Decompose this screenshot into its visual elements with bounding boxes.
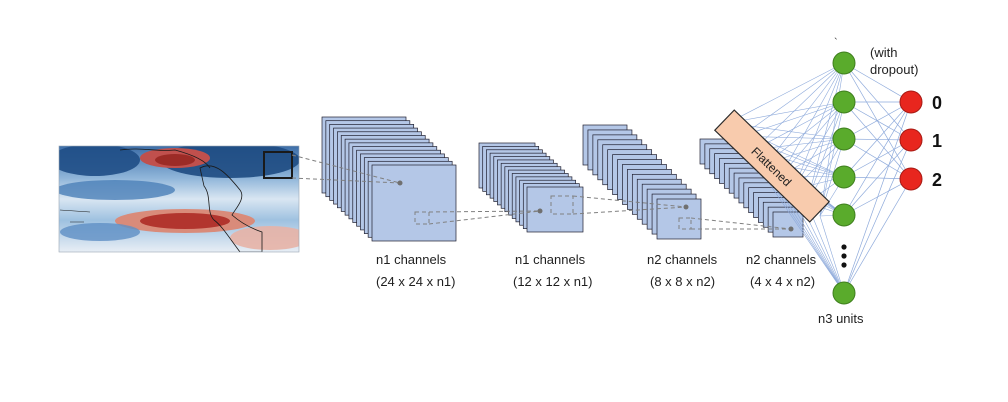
stack-stage1 [321,116,457,242]
feature-map-slice [526,186,584,233]
output-node [899,167,923,191]
stage4-dims: (4 x 4 x n2) [750,274,816,289]
dense-nodes [832,51,923,305]
hidden-unit-node [832,203,856,227]
input-sst-map [59,146,299,252]
input-edge [819,215,845,294]
stage1-dims: (24 x 24 x n1) [376,274,456,289]
input-edge [754,101,845,150]
output-label-0: 0 [932,93,943,113]
connector-dot [537,208,543,214]
input-edge [740,62,845,137]
input-edge [819,62,845,217]
output-edge [843,101,912,178]
connector-dot [683,204,689,210]
stage4-title: n2 channels [746,252,817,267]
input-edge [741,101,845,137]
output-edge [843,139,912,294]
input-edge [780,101,845,177]
stack-stage2 [478,142,584,233]
input-edge [780,62,845,177]
output-edge [843,178,912,294]
output-edge [843,62,912,141]
input-edge [727,62,845,124]
input-map-border [58,145,300,253]
hidden-unit-node [832,51,856,75]
connector-dot [788,226,794,232]
stage1-title: n1 channels [376,252,447,267]
connector-endpoints [397,180,794,232]
dropout-note-line2: dropout) [870,62,919,77]
stray-tick-mark: ` [834,37,838,49]
dense-units-label: n3 units [818,311,864,326]
output-edge [843,101,912,294]
ellipsis-dot [841,253,847,259]
output-label-1: 1 [932,131,943,151]
stage3-title: n2 channels [647,252,718,267]
hidden-unit-node [832,127,856,151]
stage3-dims: (8 x 8 x n2) [650,274,716,289]
output-label-2: 2 [932,170,943,190]
dropout-note-line1: (with [870,45,898,60]
hidden-unit-node [832,281,856,305]
stage2-dims: (12 x 12 x n1) [513,274,593,289]
output-edge [843,101,912,216]
output-node [899,90,923,114]
input-edge [767,62,845,164]
feature-map-stacks [321,116,804,242]
feature-map-slice [772,211,804,238]
input-edge [727,101,845,124]
input-edge [806,62,845,203]
feature-map-slice [371,164,457,242]
input-edge [754,62,845,150]
output-edge [843,139,912,216]
output-node [899,128,923,152]
connector-dot [397,180,403,186]
input-edge [793,62,845,190]
output-edge [843,101,912,140]
ellipsis-dot [841,262,847,268]
hidden-unit-node [832,165,856,189]
output-edge [843,62,912,103]
ellipsis-dot [841,244,847,250]
convolution-connectors [291,154,792,230]
hidden-unit-node [832,90,856,114]
stage2-title: n1 channels [515,252,586,267]
stack-stage3 [582,124,702,240]
receptive-field-box [263,151,293,179]
ellipsis-dots [841,244,847,268]
